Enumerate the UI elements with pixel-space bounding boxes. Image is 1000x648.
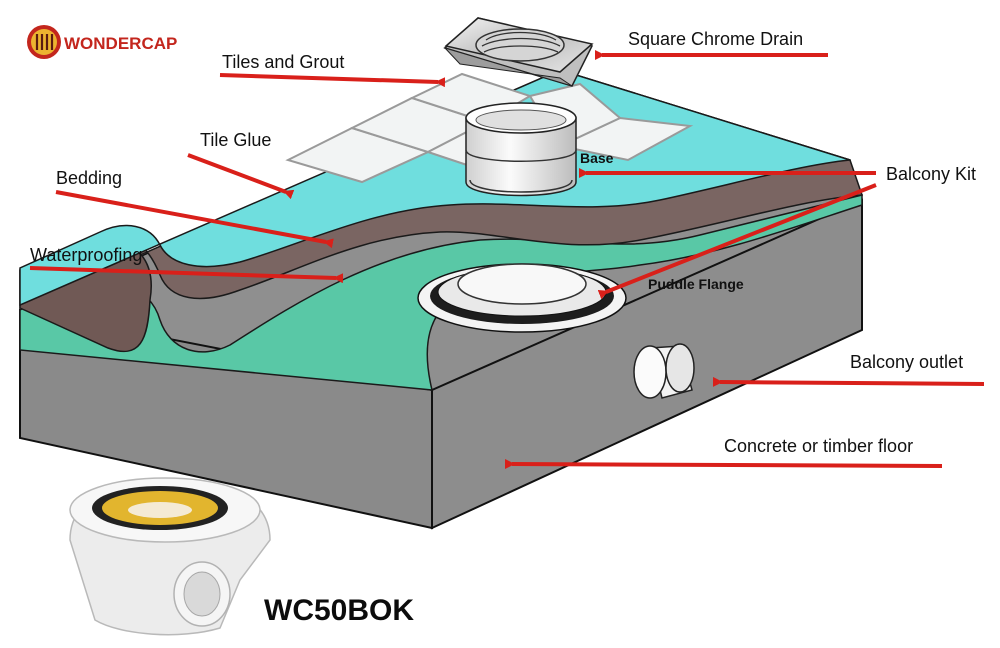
label-balcony-kit: Balcony Kit (886, 164, 976, 184)
base-top-opening (475, 109, 567, 131)
drain-base (465, 102, 577, 197)
arrow-tiles (219, 73, 446, 88)
grate-slots (481, 31, 561, 53)
base-body (465, 117, 577, 197)
drain-grate (475, 28, 565, 62)
arrow-puddle-flange (597, 183, 877, 300)
base-band (465, 149, 577, 162)
label-waterproofing: Waterproofing (30, 245, 142, 265)
product-photo (69, 477, 271, 636)
product-outlet-opening (183, 571, 221, 617)
label-puddle-flange: Puddle Flange (648, 276, 744, 292)
product-label-center (128, 502, 192, 518)
label-tile-glue: Tile Glue (200, 130, 271, 150)
flange-opening (457, 263, 587, 305)
logo-icon-mark (35, 34, 54, 50)
drain-side (443, 46, 573, 87)
square-chrome-drain (443, 17, 594, 87)
puddle-flange (417, 263, 627, 333)
wondercap-logo: WONDERCAP (27, 25, 177, 59)
label-bedding: Bedding (56, 168, 122, 188)
base-bottom-band (469, 179, 573, 193)
label-tiles-and-grout: Tiles and Grout (222, 52, 344, 72)
arrow-waterproofing (29, 266, 344, 284)
label-floor: Concrete or timber floor (724, 436, 913, 456)
arrow-tile-glue (187, 153, 295, 200)
brand-name: WONDERCAP (64, 34, 177, 53)
outlet-end (633, 345, 667, 399)
arrow-floor (504, 458, 943, 469)
callout-arrows (29, 50, 985, 469)
label-square-chrome-drain: Square Chrome Drain (628, 29, 803, 49)
arrow-outlet (712, 376, 985, 387)
label-balcony-outlet: Balcony outlet (850, 352, 963, 372)
outlet-back (665, 343, 695, 393)
label-base: Base (580, 150, 614, 166)
balcony-outlet (633, 343, 695, 399)
arrow-bedding (55, 190, 334, 249)
model-number: WC50BOK (264, 594, 414, 627)
